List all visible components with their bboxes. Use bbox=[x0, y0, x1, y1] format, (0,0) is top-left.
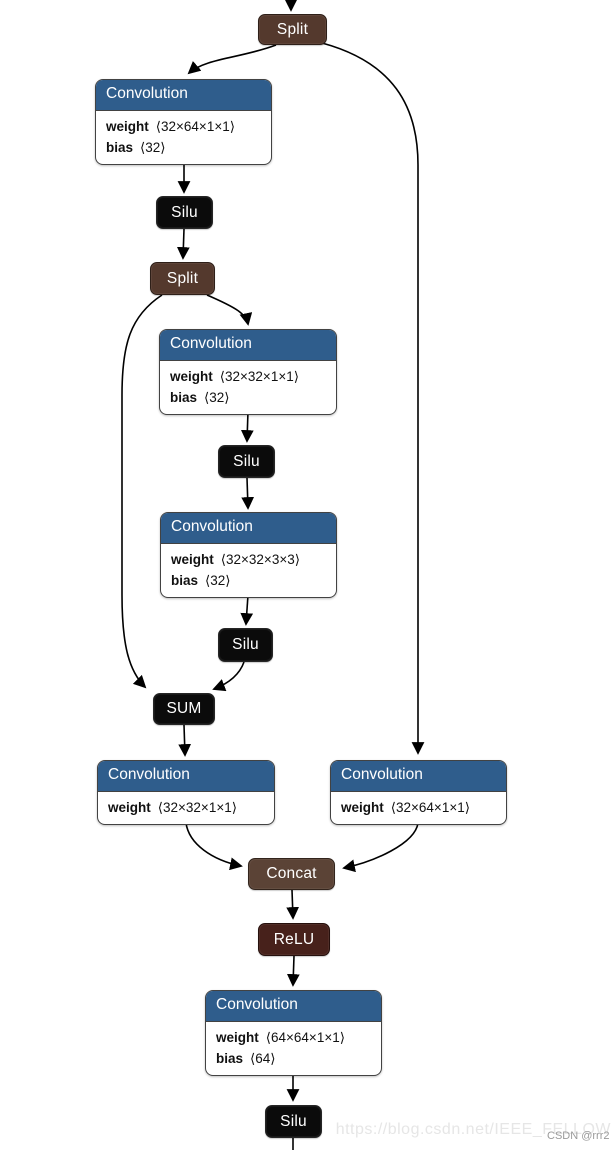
graph-node-conv-6[interactable]: Convolution weight⟨64×64×1×1⟩ bias⟨64⟩ bbox=[205, 990, 382, 1076]
graph-node-split-2[interactable]: Split bbox=[150, 262, 215, 295]
graph-node-sum[interactable]: SUM bbox=[153, 693, 215, 725]
node-label: Silu bbox=[232, 636, 259, 653]
param-bias: bias⟨32⟩ bbox=[106, 140, 166, 155]
node-label: Silu bbox=[233, 452, 260, 470]
graph-node-concat[interactable]: Concat bbox=[248, 858, 335, 890]
graph-node-relu[interactable]: ReLU bbox=[258, 923, 330, 956]
watermark-credit: CSDN @rrr2 bbox=[547, 1130, 610, 1142]
node-label: Concat bbox=[266, 865, 317, 882]
param-bias: bias⟨32⟩ bbox=[171, 573, 231, 588]
param-weight: weight⟨64×64×1×1⟩ bbox=[216, 1030, 345, 1045]
node-label: Split bbox=[276, 20, 309, 38]
node-params: weight⟨32×64×1×1⟩ bbox=[331, 792, 506, 824]
node-params: weight⟨32×64×1×1⟩ bias⟨32⟩ bbox=[96, 111, 271, 164]
param-weight: weight⟨32×64×1×1⟩ bbox=[341, 800, 470, 815]
graph-node-conv-4[interactable]: Convolution weight⟨32×32×1×1⟩ bbox=[97, 760, 275, 825]
node-params: weight⟨64×64×1×1⟩ bias⟨64⟩ bbox=[206, 1022, 381, 1075]
node-params: weight⟨32×32×1×1⟩ bbox=[98, 792, 274, 824]
graph-node-split-1[interactable]: Split bbox=[258, 14, 327, 45]
node-title: Convolution bbox=[160, 330, 336, 361]
node-title: Convolution bbox=[98, 761, 274, 792]
node-label: Split bbox=[166, 269, 199, 287]
node-title: Convolution bbox=[96, 80, 271, 111]
graph-node-silu-4[interactable]: Silu bbox=[265, 1105, 322, 1138]
graph-node-silu-1[interactable]: Silu bbox=[156, 196, 213, 229]
graph-node-conv-1[interactable]: Convolution weight⟨32×64×1×1⟩ bias⟨32⟩ bbox=[95, 79, 272, 165]
param-bias: bias⟨64⟩ bbox=[216, 1051, 276, 1066]
param-weight: weight⟨32×32×1×1⟩ bbox=[170, 369, 299, 384]
node-title: Convolution bbox=[206, 991, 381, 1022]
param-weight: weight⟨32×32×3×3⟩ bbox=[171, 552, 300, 567]
graph-node-conv-5[interactable]: Convolution weight⟨32×64×1×1⟩ bbox=[330, 760, 507, 825]
node-params: weight⟨32×32×1×1⟩ bias⟨32⟩ bbox=[160, 361, 336, 414]
graph-node-silu-3[interactable]: Silu bbox=[218, 628, 273, 662]
node-label: ReLU bbox=[273, 930, 315, 948]
param-weight: weight⟨32×64×1×1⟩ bbox=[106, 119, 235, 134]
graph-node-conv-2[interactable]: Convolution weight⟨32×32×1×1⟩ bias⟨32⟩ bbox=[159, 329, 337, 415]
graph-node-conv-3[interactable]: Convolution weight⟨32×32×3×3⟩ bias⟨32⟩ bbox=[160, 512, 337, 598]
node-label: Silu bbox=[280, 1112, 307, 1130]
param-weight: weight⟨32×32×1×1⟩ bbox=[108, 800, 237, 815]
node-title: Convolution bbox=[161, 513, 336, 544]
node-label: SUM bbox=[166, 700, 202, 717]
graph-node-silu-2[interactable]: Silu bbox=[218, 445, 275, 478]
node-label: Silu bbox=[171, 203, 198, 221]
param-bias: bias⟨32⟩ bbox=[170, 390, 230, 405]
node-title: Convolution bbox=[331, 761, 506, 792]
node-params: weight⟨32×32×3×3⟩ bias⟨32⟩ bbox=[161, 544, 336, 597]
watermark-url: https://blog.csdn.net/IEEE_FELLOW bbox=[335, 1121, 611, 1138]
